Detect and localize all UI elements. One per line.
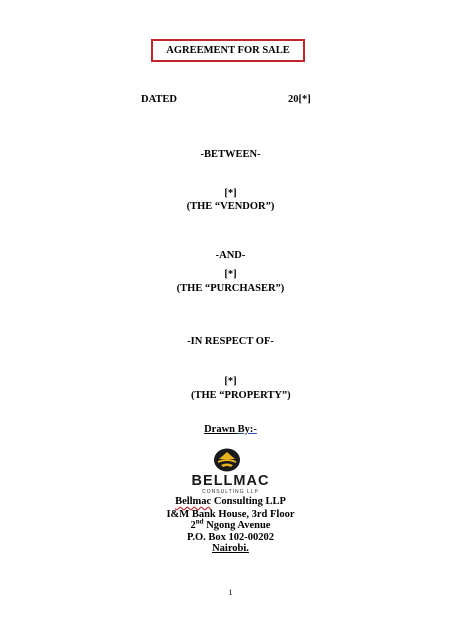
drawn-by-by: By:- [237,424,257,435]
address-2-street: Ngong Avenue [203,520,271,531]
property-label: (THE “PROPERTY”) [191,390,291,401]
logo-name: BELLMAC [191,473,270,489]
address-city: Nairobi. [212,543,249,554]
drawn-by-text: Drawn [204,424,238,435]
firm-name-bellmac: Bellmac [175,496,212,507]
firm-name-rest: Consulting LLP [211,496,286,507]
address-2-number: 2 [190,520,196,531]
page-number: 1 [228,588,233,597]
logo-subtitle: CONSULTING LLP [202,489,259,495]
and-heading: -AND- [215,250,246,261]
address-line-4: Nairobi. [0,543,461,554]
document-title: AGREEMENT FOR SALE [166,45,290,56]
address-line-3: P.O. Box 102-00202 [186,532,275,543]
in-respect-of-heading: -IN RESPECT OF- [187,336,274,347]
address-2-suffix: nd [195,517,204,526]
dated-year: 20[*] [288,94,311,105]
between-heading: -BETWEEN- [200,149,261,160]
vendor-label: (THE “VENDOR”) [186,201,275,212]
address-line-2: 2nd Ngong Avenue [0,517,461,531]
drawn-by: Drawn By:- [0,424,461,435]
property-placeholder: [*] [224,376,237,387]
document-title-box: AGREEMENT FOR SALE [151,39,305,62]
address-line-1: I&M Bank House, 3rd Floor [166,509,295,520]
purchaser-label: (THE “PURCHASER”) [176,283,285,294]
dated-label: DATED [141,94,177,105]
purchaser-placeholder: [*] [224,269,237,280]
firm-name: Bellmac Consulting LLP [0,496,461,507]
bellmac-emblem-icon [214,448,240,472]
vendor-placeholder: [*] [224,188,237,199]
